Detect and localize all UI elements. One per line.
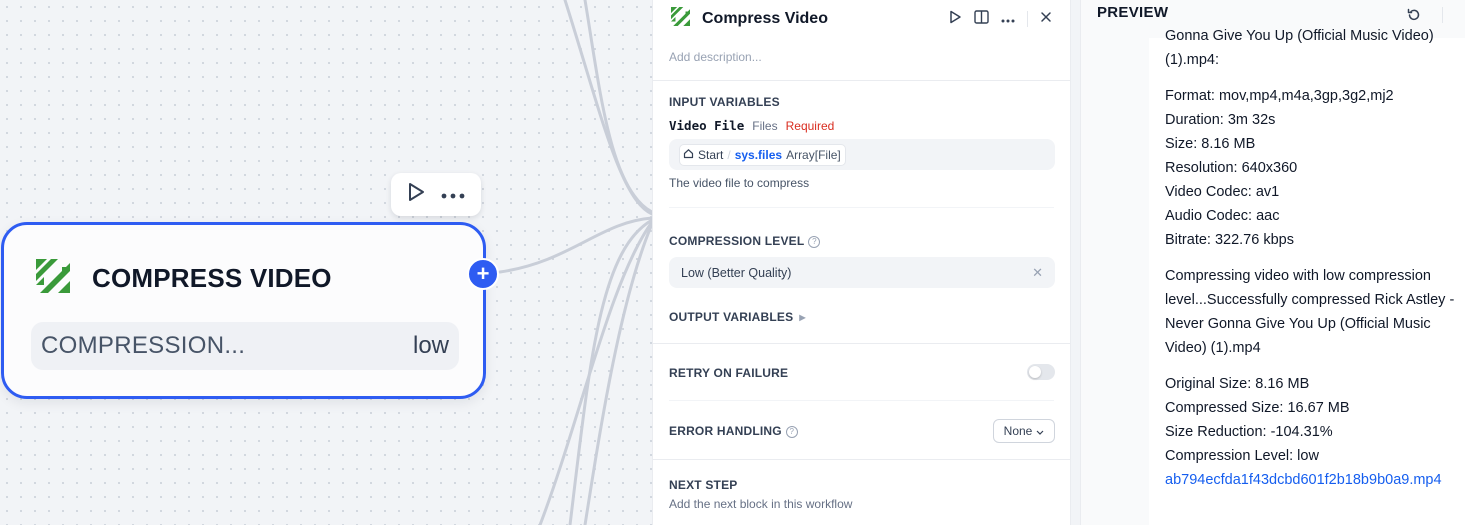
refresh-icon[interactable] <box>1406 7 1422 28</box>
edge-line <box>563 0 652 216</box>
next-step-subtitle: Add the next block in this workflow <box>669 497 853 511</box>
result-compressed-size: Compressed Size: 16.67 MB <box>1165 400 1350 416</box>
header-divider <box>1027 11 1028 27</box>
info-size: Size: 8.16 MB <box>1165 136 1256 152</box>
result-size-reduction: Size Reduction: -104.31% <box>1165 424 1333 440</box>
variable-selector[interactable]: Start / sys.files Array[File] <box>669 139 1055 170</box>
variable-separator: / <box>727 147 731 162</box>
edge-line <box>538 220 652 525</box>
variable-help-text: The video file to compress <box>669 176 810 190</box>
node-title: COMPRESS VIDEO <box>92 263 332 293</box>
compression-level-title: COMPRESSION LEVEL? <box>669 234 821 248</box>
edge-line <box>498 216 652 274</box>
description-input[interactable]: Add description... <box>669 50 762 64</box>
panel-title: Compress Video <box>702 10 828 27</box>
workflow-canvas[interactable]: COMPRESS VIDEO COMPRESSION... low + <box>0 0 652 525</box>
workflow-edges <box>498 0 652 525</box>
panel-header: Compress Video <box>671 7 1052 31</box>
preview-output-card <box>1149 38 1465 525</box>
variable-type: Files <box>752 119 778 133</box>
result-compression-level: Compression Level: low <box>1165 448 1319 464</box>
edge-line <box>583 222 652 525</box>
caret-right-icon: ▶ <box>799 313 806 323</box>
info-resolution: Resolution: 640x360 <box>1165 160 1298 176</box>
divider <box>653 459 1070 460</box>
close-icon[interactable] <box>1040 10 1052 28</box>
divider <box>653 343 1070 344</box>
error-handling-dropdown[interactable]: None <box>993 419 1055 443</box>
more-icon[interactable] <box>441 186 465 204</box>
split-view-icon[interactable] <box>974 9 989 29</box>
divider <box>669 400 1054 401</box>
divider <box>653 80 1070 81</box>
compression-level-value: Low (Better Quality) <box>681 265 792 280</box>
variable-path: sys.files <box>734 147 783 162</box>
add-next-node-button[interactable]: + <box>467 258 499 290</box>
variable-pill[interactable]: Start / sys.files Array[File] <box>679 143 846 166</box>
node-config-panel: Compress Video Add description... INPUT … <box>652 0 1071 525</box>
input-variables-title: INPUT VARIABLES <box>669 95 780 109</box>
node-toolbar <box>391 173 481 216</box>
node-compression-field: COMPRESSION... low <box>31 322 459 370</box>
error-handling-title: ERROR HANDLING? <box>669 424 798 438</box>
info-format: Format: mov,mp4,m4a,3gp,3g2,mj2 <box>1165 88 1394 104</box>
retry-title: RETRY ON FAILURE <box>669 366 789 380</box>
output-line: (1).mp4: <box>1165 52 1219 68</box>
more-icon[interactable] <box>1001 10 1015 28</box>
output-variables-toggle[interactable]: OUTPUT VARIABLES ▶ <box>669 310 806 324</box>
help-icon[interactable]: ? <box>785 425 798 438</box>
error-handling-value: None <box>1003 424 1033 438</box>
variable-source: Start <box>698 147 724 162</box>
help-icon[interactable]: ? <box>808 235 821 248</box>
clear-icon[interactable]: ✕ <box>1032 264 1043 280</box>
compression-level-label: COMPRESSION LEVEL <box>669 234 805 248</box>
required-badge: Required <box>785 119 835 133</box>
output-line: Gonna Give You Up (Official Music Video) <box>1165 28 1434 44</box>
node-field-value: low <box>412 332 449 359</box>
edge-line <box>583 0 652 214</box>
output-file-link[interactable]: ab794ecfda1f43dcbd601f2b18b9b0a9.mp4 <box>1165 472 1442 488</box>
variable-name: Video File <box>669 118 745 133</box>
edge-line <box>568 218 652 525</box>
compression-level-select[interactable]: Low (Better Quality) ✕ <box>669 257 1055 288</box>
play-icon[interactable] <box>407 182 425 207</box>
output-variables-label: OUTPUT VARIABLES <box>669 310 794 324</box>
run-node-icon[interactable] <box>948 10 962 29</box>
error-handling-label: ERROR HANDLING <box>669 424 782 438</box>
preview-panel: PREVIEW Gonna Give You Up (Official Musi… <box>1080 0 1465 525</box>
info-video-codec: Video Codec: av1 <box>1165 184 1280 200</box>
preview-title: PREVIEW <box>1097 4 1169 21</box>
ffmpeg-logo-icon <box>671 7 690 31</box>
compress-video-node[interactable]: COMPRESS VIDEO COMPRESSION... low <box>1 222 486 399</box>
panel-gap <box>1071 0 1080 525</box>
ffmpeg-logo-icon <box>36 259 70 298</box>
info-audio-codec: Audio Codec: aac <box>1165 208 1280 224</box>
node-field-label: COMPRESSION... <box>41 332 246 359</box>
result-original-size: Original Size: 8.16 MB <box>1165 376 1310 392</box>
variable-value-type: Array[File] <box>786 147 841 162</box>
home-icon <box>683 148 694 162</box>
divider <box>669 207 1054 208</box>
preview-divider <box>1442 7 1443 23</box>
info-duration: Duration: 3m 32s <box>1165 112 1276 128</box>
compress-message: Compressing video with low compression l… <box>1165 268 1455 356</box>
chevron-down-icon <box>1036 424 1044 438</box>
retry-toggle[interactable] <box>1027 364 1055 380</box>
variable-row: Video File Files Required <box>669 118 834 133</box>
next-step-title: NEXT STEP <box>669 478 738 492</box>
preview-output: Gonna Give You Up (Official Music Video)… <box>1165 24 1455 492</box>
info-bitrate: Bitrate: 322.76 kbps <box>1165 232 1294 248</box>
